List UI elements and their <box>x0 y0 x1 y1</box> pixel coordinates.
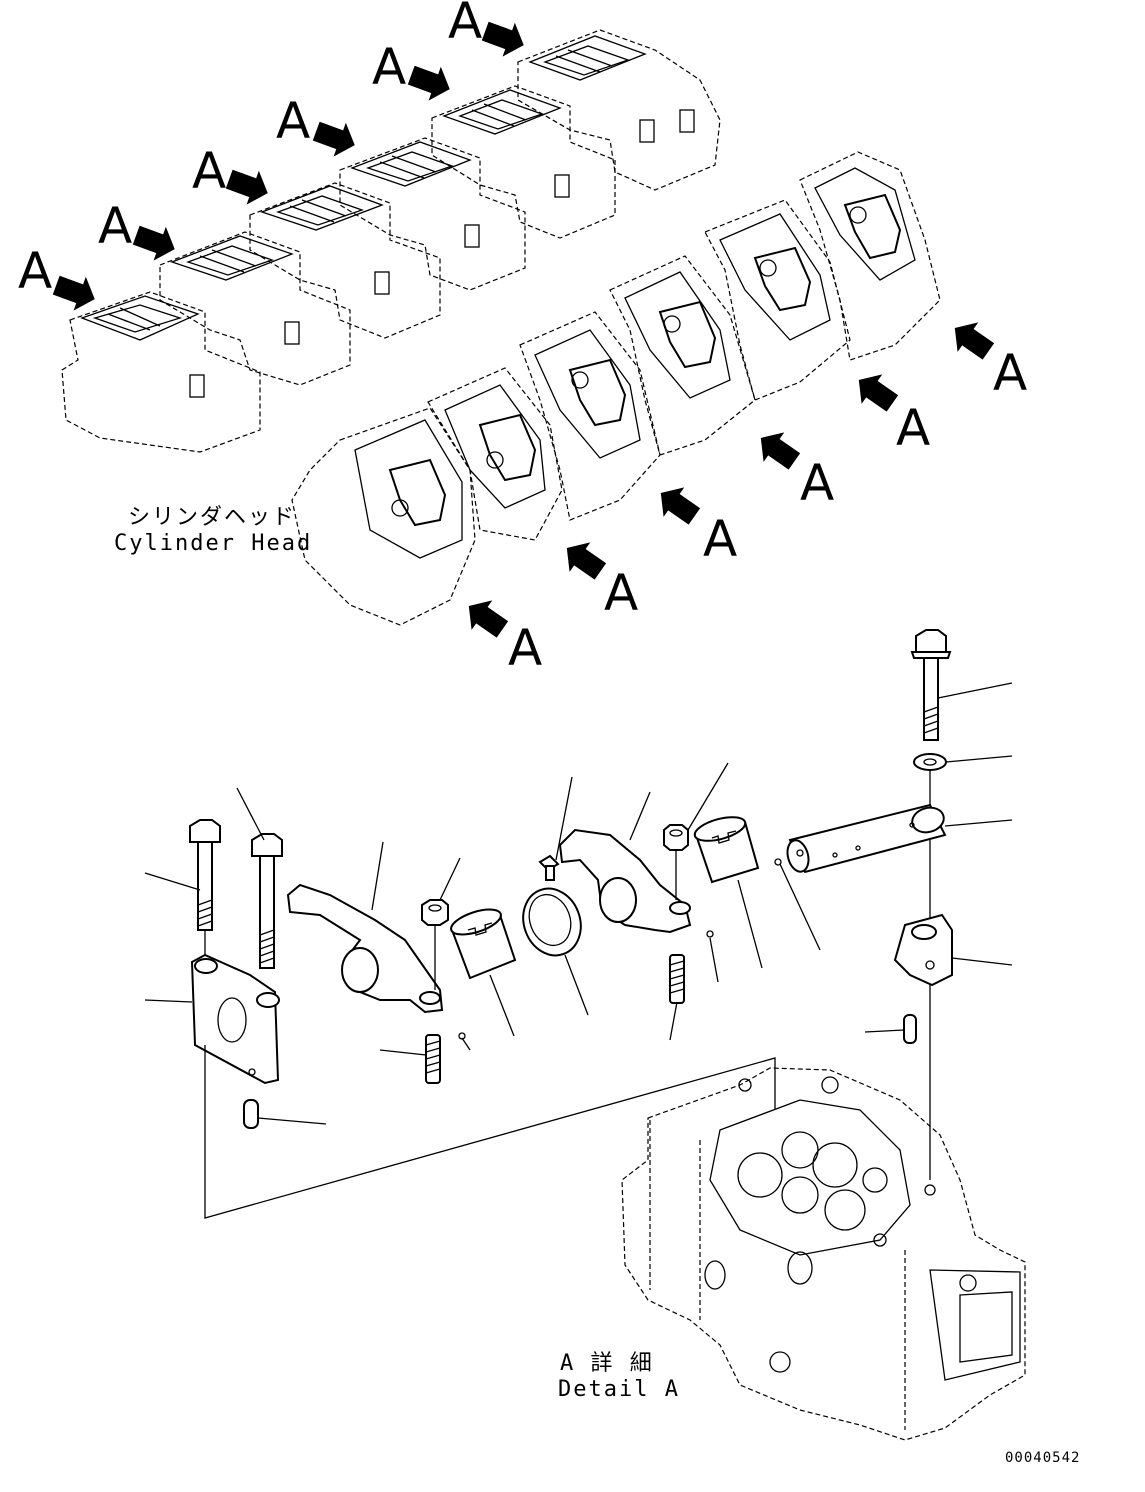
arrow-icon <box>954 322 995 360</box>
arrow-icon <box>660 487 701 525</box>
cylinder-head-right-2 <box>427 367 563 541</box>
view-marker-a-r4: A <box>800 454 834 512</box>
cylinder-head-label: シリンダヘッド Cylinder Head <box>114 505 312 556</box>
cylinder-head-left-1 <box>61 291 261 453</box>
rocker-arm-left <box>286 883 444 1014</box>
cylinder-head-right-3 <box>519 311 661 521</box>
arrow-icon <box>312 121 355 157</box>
spacer-ring <box>522 887 582 957</box>
arrow-icon <box>481 21 524 57</box>
view-marker-a-l4: A <box>276 92 310 150</box>
view-marker-a-l6: A <box>448 0 482 50</box>
view-marker-a-r1: A <box>508 619 542 677</box>
end-bracket-right <box>893 913 953 987</box>
arrow-icon <box>407 65 450 101</box>
cylinder-head-left-4 <box>339 137 526 291</box>
cylinder-head-left-3 <box>249 182 441 339</box>
washer <box>913 753 947 771</box>
bushing-left <box>450 908 517 980</box>
cylinder-head-left-2 <box>159 231 351 386</box>
bolt-left-1 <box>189 819 221 931</box>
dowel-pin-left <box>243 1099 259 1129</box>
cylinder-head-label-ja: シリンダヘッド <box>128 505 296 530</box>
view-marker-a-r2: A <box>604 564 638 622</box>
view-markers: A A A A A A A A A A A A <box>18 0 1027 677</box>
cylinder-head-right-5 <box>704 199 851 401</box>
view-marker-a-l2: A <box>98 197 132 255</box>
arrow-icon <box>132 225 175 261</box>
arrow-icon <box>52 275 95 311</box>
bolt-left-2 <box>251 833 283 969</box>
cylinder-head-left-5 <box>431 85 616 239</box>
bushing-right <box>693 816 760 884</box>
detail-a-label: A 詳 細 Detail A <box>558 1351 680 1402</box>
cylinder-head-right-6 <box>799 151 941 361</box>
figure-reference-number: 00040542 <box>1005 1450 1080 1466</box>
adjust-screw-left <box>425 1034 441 1084</box>
left-bank-cylinder-heads <box>61 29 721 453</box>
view-marker-a-r3: A <box>703 510 737 568</box>
detail-a-cylinder-head <box>621 1067 1026 1441</box>
arrow-icon <box>566 542 607 580</box>
rocker-arm-right <box>558 828 692 934</box>
view-marker-a-l3: A <box>192 142 226 200</box>
detail-a-exploded-view <box>144 629 1013 1219</box>
view-marker-a-r6: A <box>993 344 1027 402</box>
detail-a-label-en: Detail A <box>558 1377 680 1402</box>
leader-lines <box>144 682 1013 1125</box>
arrow-icon <box>858 374 899 412</box>
nut-left <box>421 899 449 926</box>
arrow-icon <box>225 169 268 205</box>
arrow-icon <box>760 432 801 470</box>
rocker-shaft <box>786 803 947 874</box>
cylinder-head-left-6 <box>517 29 721 191</box>
bolt-right <box>910 629 952 741</box>
right-bank-cylinder-heads <box>291 151 941 626</box>
view-marker-a-l1: A <box>18 242 52 300</box>
adjust-screw-right <box>669 954 685 1004</box>
view-marker-a-l5: A <box>372 38 406 96</box>
detail-a-label-ja: A 詳 細 <box>560 1351 654 1376</box>
view-marker-a-r5: A <box>896 399 930 457</box>
dowel-pin-right <box>903 1014 917 1044</box>
socket-screw <box>538 854 560 881</box>
arrow-icon <box>468 600 509 638</box>
rocker-bracket-left <box>190 953 280 1085</box>
cylinder-head-label-en: Cylinder Head <box>114 531 312 556</box>
nut-right <box>663 824 689 851</box>
cylinder-head-right-4 <box>609 255 756 456</box>
cylinder-head-right-1 <box>291 407 476 626</box>
